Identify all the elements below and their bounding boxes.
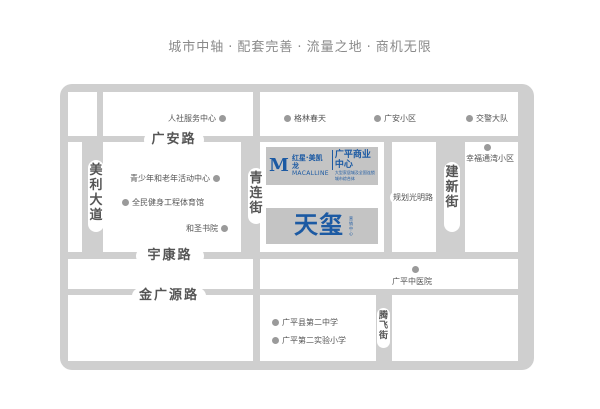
poi-label: 人社服务中心 <box>168 114 216 123</box>
mall-marker: M 红星·美凯龙 MACALLINE 广平商业中心 大型家居城及全国连锁城市综合… <box>266 147 378 185</box>
location-pin-icon <box>272 337 279 344</box>
city-block <box>465 142 518 252</box>
poi-label: 全民健身工程体育馆 <box>132 198 204 207</box>
poi-guangan-xiaoqu: 广安小区 <box>374 114 416 124</box>
city-block <box>103 142 241 252</box>
mall-brand: 红星·美凯龙 MACALLINE <box>292 154 329 178</box>
poi-label: 广平第二实验小学 <box>282 336 346 345</box>
separator-dot: · <box>366 40 372 55</box>
city-block <box>260 295 376 361</box>
road-jinguangyuan: 金广源路 <box>132 288 206 304</box>
city-block <box>68 295 253 361</box>
separator-dot: · <box>228 40 234 55</box>
poi-jiaojing: 交警大队 <box>466 114 508 124</box>
poi-tiyu: 全民健身工程体育馆 <box>122 198 204 208</box>
city-block <box>392 295 518 361</box>
tagline-phrase-1: 城市中轴 <box>168 40 225 55</box>
city-block <box>68 92 97 136</box>
location-pin-icon <box>221 225 228 232</box>
project-logo: 天玺 <box>294 210 344 239</box>
poi-xingfu: 幸福通湾小区 <box>466 144 514 164</box>
location-map: 广安路 宇康路 金广源路 美利大道 青连街 建新街 腾飞街 规划光明路 人社服务… <box>60 84 534 370</box>
tagline-phrase-3: 流量之地 <box>306 40 363 55</box>
poi-erxiao: 广平第二实验小学 <box>272 336 346 346</box>
city-block <box>68 142 82 252</box>
poi-qingshao: 青少年和老年活动中心 <box>130 174 220 184</box>
location-pin-icon <box>284 115 291 122</box>
project-subtitle: 营销中心 <box>349 216 353 236</box>
city-block <box>103 92 253 136</box>
mall-name-block: 广平商业中心 大型家居城及全国连锁城市综合体 <box>331 150 375 182</box>
separator-dot: · <box>297 40 303 55</box>
location-pin-icon <box>213 175 220 182</box>
road-guihua: 规划光明路 <box>390 191 436 204</box>
poi-label: 交警大队 <box>476 114 508 123</box>
road-tengfei: 腾飞街 <box>377 308 390 348</box>
road-jianxin: 建新街 <box>444 162 460 232</box>
poi-erzhong: 广平县第二中学 <box>272 318 338 328</box>
city-block <box>260 259 518 289</box>
mall-brand-en: MACALLINE <box>291 170 329 177</box>
poi-zhongyi: 广平中医院 <box>392 266 432 287</box>
location-pin-icon <box>484 144 491 151</box>
tagline: 城市中轴·配套完善·流量之地·商机无限 <box>0 36 600 55</box>
poi-label: 青少年和老年活动中心 <box>130 174 210 183</box>
location-pin-icon <box>466 115 473 122</box>
location-pin-icon <box>412 266 419 273</box>
tagline-phrase-4: 商机无限 <box>375 40 432 55</box>
poi-hesheng: 和圣书院 <box>186 224 228 234</box>
city-block <box>260 92 518 136</box>
location-pin-icon <box>219 115 226 122</box>
tagline-phrase-2: 配套完善 <box>237 40 294 55</box>
road-meili: 美利大道 <box>88 160 104 232</box>
mall-subtitle: 大型家居城及全国连锁城市综合体 <box>334 170 375 181</box>
poi-shebao: 人社服务中心 <box>168 114 226 124</box>
location-pin-icon <box>272 319 279 326</box>
city-block <box>68 259 253 289</box>
project-marker: 天玺 营销中心 <box>266 208 378 244</box>
poi-label: 广安小区 <box>384 114 416 123</box>
location-pin-icon <box>122 199 129 206</box>
mall-mark: M <box>269 155 289 176</box>
poi-label: 和圣书院 <box>186 224 218 233</box>
mall-name: 广平商业中心 <box>331 150 375 170</box>
poi-gelin: 格林春天 <box>284 114 326 124</box>
mall-brand-cn: 红星·美凯龙 <box>291 154 323 170</box>
poi-label: 广平县第二中学 <box>282 318 338 327</box>
poi-label: 幸福通湾小区 <box>466 154 514 163</box>
road-guangan: 广安路 <box>144 132 204 148</box>
location-pin-icon <box>374 115 381 122</box>
poi-label: 格林春天 <box>294 114 326 123</box>
road-yukang: 宇康路 <box>136 248 204 264</box>
poi-label: 广平中医院 <box>392 277 432 286</box>
road-qinglian: 青连街 <box>248 168 264 224</box>
mall-logo: M 红星·美凯龙 MACALLINE 广平商业中心 大型家居城及全国连锁城市综合… <box>269 150 375 182</box>
